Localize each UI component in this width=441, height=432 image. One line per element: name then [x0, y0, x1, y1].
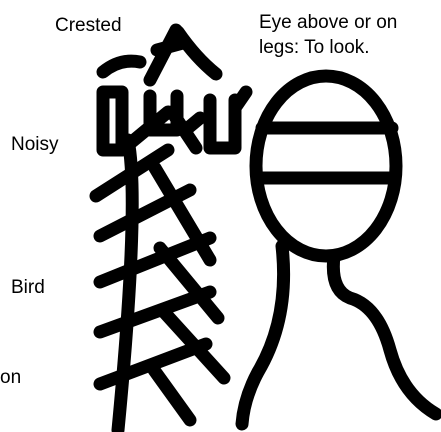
- label-noisy: Noisy: [11, 133, 59, 157]
- label-eye-above-legs: Eye above or on legs: To look.: [259, 10, 441, 60]
- eye-strokes: [256, 76, 396, 256]
- label-on: on: [0, 366, 21, 390]
- label-crested: Crested: [55, 14, 122, 38]
- bird-strokes: [96, 112, 224, 430]
- legs-strokes: [242, 246, 436, 424]
- label-bird: Bird: [11, 276, 45, 300]
